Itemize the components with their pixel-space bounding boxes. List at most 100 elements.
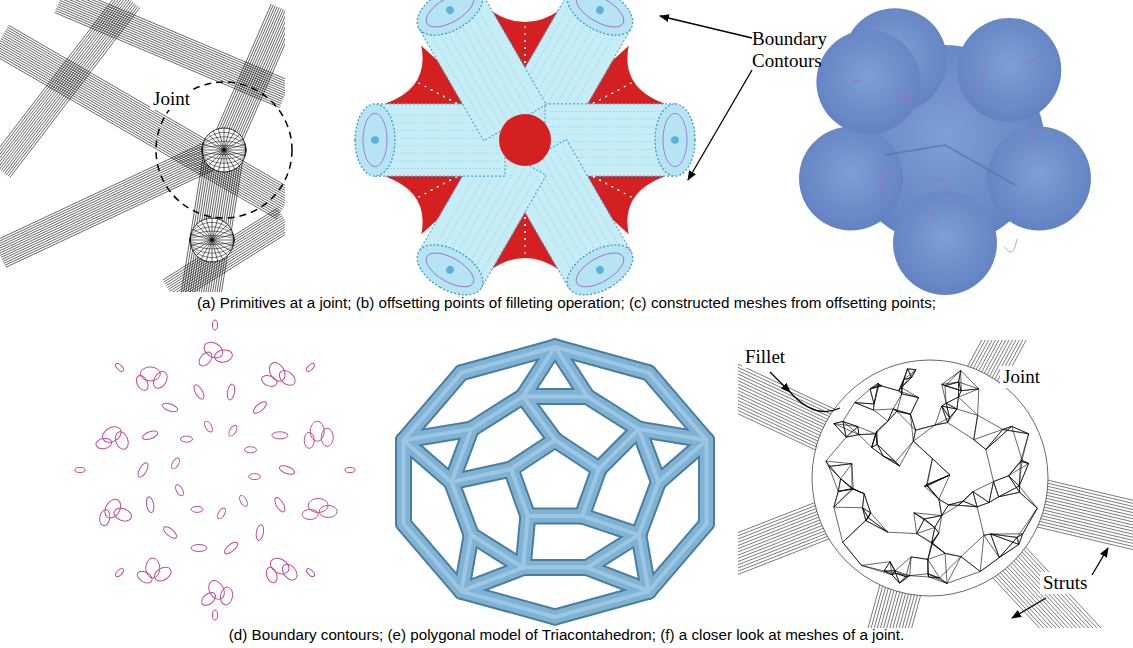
contour-ellipse	[321, 428, 333, 446]
drawing-part	[205, 150, 224, 161]
mesh-edge	[928, 544, 932, 560]
mesh-edge	[1020, 492, 1038, 508]
cage-strut	[452, 469, 512, 482]
mesh-edge	[961, 370, 979, 388]
cage-strut	[511, 469, 528, 516]
mesh-edge	[961, 557, 980, 572]
cage-strut	[639, 482, 659, 535]
mesh-edge	[1009, 476, 1020, 493]
contour-ellipse	[95, 437, 112, 450]
cage-strut	[555, 591, 649, 617]
cage-strut	[599, 429, 639, 469]
mesh-edge	[928, 542, 932, 559]
mesh-edge	[841, 479, 854, 489]
mesh-edge	[896, 573, 900, 583]
mesh-edge	[999, 544, 1019, 557]
mesh-edge	[910, 574, 928, 576]
cage-strut	[639, 535, 649, 591]
rod-line	[222, 9, 283, 149]
rod-line	[0, 144, 221, 249]
cage-strut	[582, 469, 599, 516]
mesh-edge	[890, 562, 895, 571]
mesh-edge	[902, 394, 919, 398]
mesh-edge	[912, 370, 916, 378]
mesh-edge	[841, 464, 852, 479]
mesh-edge	[974, 440, 986, 450]
joint-outline	[812, 360, 1048, 596]
mesh-edge	[888, 409, 893, 421]
contour-ellipse	[114, 362, 125, 373]
mesh-edge	[843, 542, 862, 565]
mesh-edge	[877, 421, 888, 431]
mesh-edge	[855, 403, 874, 410]
cage-strut	[523, 566, 587, 570]
mesh-edge	[859, 435, 872, 448]
rod-line	[6, 29, 285, 194]
rod-line	[3, 2, 133, 172]
mesh-edge	[861, 562, 890, 566]
drawing-part	[190, 240, 212, 241]
rod-line	[0, 146, 222, 251]
rod-line	[59, 2, 284, 97]
drawing-part	[377, 153, 500, 154]
drawing-part	[446, 15, 508, 122]
mesh-edge	[877, 444, 883, 456]
rod-line	[0, 46, 281, 211]
mesh-edge	[846, 427, 858, 437]
mesh-edge	[999, 492, 1020, 497]
mesh-edge	[900, 576, 910, 583]
mesh-edge	[942, 505, 959, 515]
mesh-edge	[958, 505, 977, 507]
cage-strut	[523, 396, 555, 440]
constructed-mesh	[799, 8, 1091, 295]
cage-strut	[587, 535, 639, 568]
mesh-edge	[884, 562, 890, 571]
mesh-edge	[873, 404, 875, 410]
mesh-edge	[929, 577, 940, 578]
mesh-edge	[1012, 426, 1029, 433]
drawing-part	[371, 136, 379, 144]
cage-strut	[461, 535, 471, 591]
mesh-edge	[1003, 429, 1029, 433]
drawing-part	[445, 5, 456, 16]
mesh-edge	[911, 557, 928, 560]
drawing-part	[595, 265, 606, 276]
mesh-edge	[980, 535, 984, 571]
drawing-part	[224, 150, 225, 172]
contour-ellipse	[196, 350, 214, 369]
offset-points	[355, 0, 695, 305]
cage-strut	[452, 482, 472, 535]
contour-ellipse	[112, 506, 133, 523]
mesh-edge	[843, 403, 855, 422]
contour-ellipse	[151, 369, 170, 391]
cage-strut	[403, 440, 451, 482]
cage-strut	[582, 516, 639, 535]
mesh-edge	[866, 513, 871, 521]
mesh-edge	[899, 388, 902, 391]
mesh-edge	[913, 430, 915, 441]
drawing-part	[562, 147, 624, 254]
mesh-edge	[834, 507, 843, 542]
drawing-part	[190, 236, 234, 245]
drawing-part	[377, 160, 500, 161]
mesh-edge	[1009, 461, 1021, 475]
drawing-part	[905, 93, 914, 106]
cage-strut	[587, 535, 639, 568]
mesh-edge	[977, 502, 989, 506]
drawing-part	[891, 172, 898, 189]
cage-strut	[511, 469, 528, 516]
mesh-edge	[957, 397, 958, 409]
mesh-edge	[974, 440, 986, 450]
cage-strut	[523, 516, 528, 568]
contour-ellipse	[302, 509, 318, 519]
contour-ellipse	[260, 373, 278, 388]
cage-strut	[528, 507, 582, 524]
mesh-edge	[984, 535, 999, 557]
mesh-edge	[950, 409, 957, 418]
cage-strut	[471, 535, 523, 568]
mesh-edge	[939, 499, 942, 515]
mesh-edge	[861, 565, 891, 574]
mesh-edge	[895, 571, 906, 577]
mesh-edge	[901, 388, 902, 394]
mesh-edge	[834, 424, 846, 438]
